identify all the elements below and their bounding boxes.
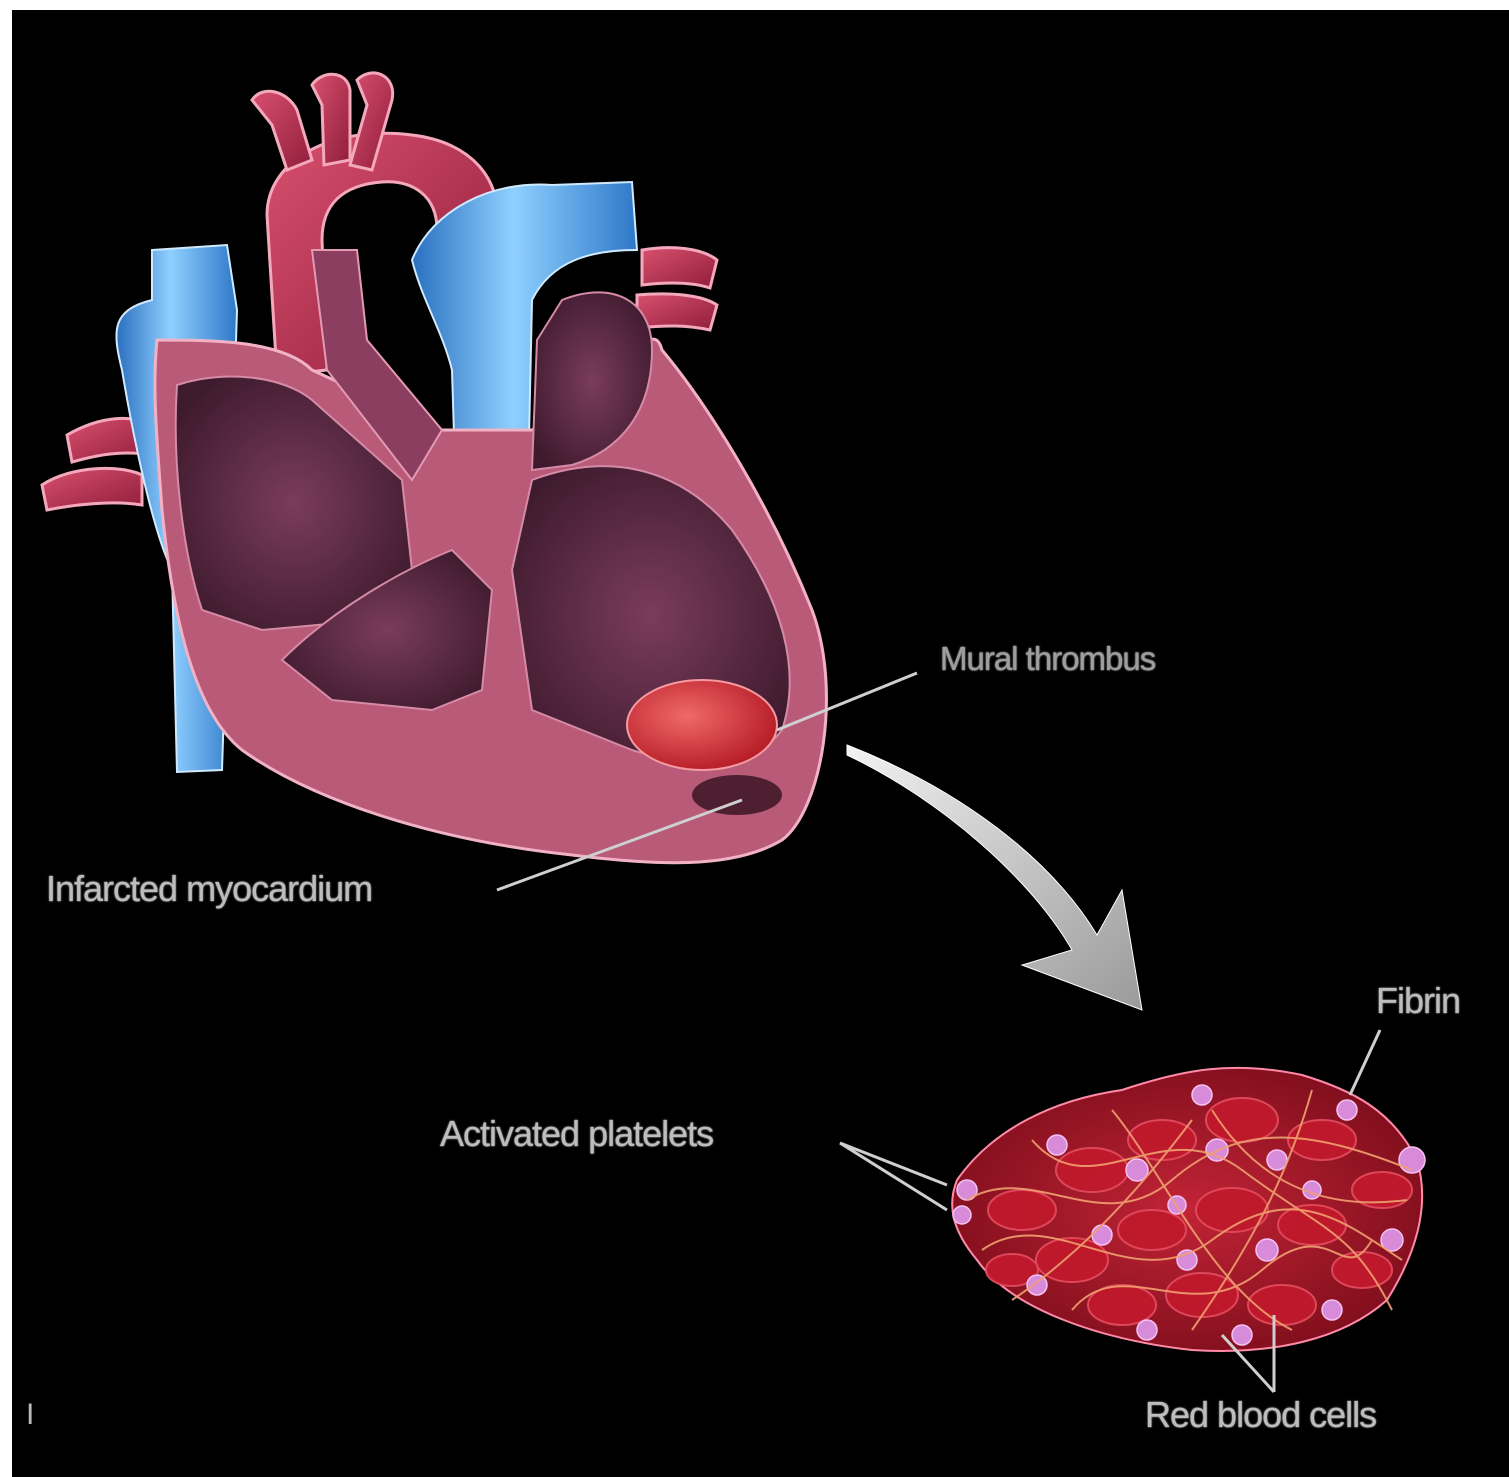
illustration-canvas: Mural thrombus Infarcted myocardium Fibr… [12,10,1509,1477]
red-blood-cells-label: Red blood cells [1145,1394,1376,1436]
panel-letter: I [26,1398,34,1432]
infarcted-myocardium-label: Infarcted myocardium [46,868,372,910]
infarct-region [692,775,782,815]
clot-closeup [952,1068,1425,1351]
pulmonary-vein-right [637,248,717,330]
activated-platelets-label: Activated platelets [440,1113,713,1155]
mural-thrombus-label: Mural thrombus [940,640,1155,678]
aortic-branches [252,73,393,170]
zoom-arrow [847,745,1142,1010]
fibrin-label: Fibrin [1376,980,1460,1022]
mural-thrombus [627,680,777,770]
heart-thrombus-illustration [12,10,1509,1477]
